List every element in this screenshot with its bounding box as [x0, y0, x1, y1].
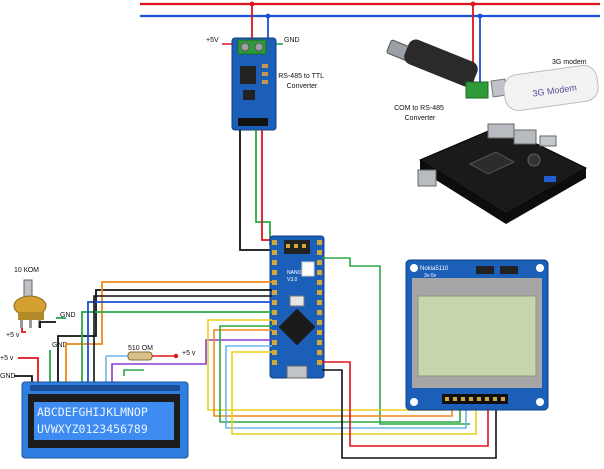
nokia-voltage: 3v-5v	[424, 273, 437, 279]
wire-blue	[87, 301, 272, 384]
wire-orange	[65, 281, 272, 384]
plus5v-label: +5V	[206, 37, 219, 44]
nokia-title: Nokia5110	[420, 266, 449, 272]
lcd-1602-module	[21, 381, 189, 459]
wire-black	[39, 321, 56, 328]
nokia-5110-display	[405, 259, 549, 411]
modem-label: 3G modem	[552, 59, 587, 66]
lcd-line-1: ABCDEFGHIJKLMNOP	[37, 405, 148, 419]
wire-black	[322, 369, 497, 459]
wire-green	[81, 311, 272, 384]
wire-green	[123, 369, 144, 376]
pot-gnd-label: GND	[60, 312, 76, 319]
com-converter-label: COM to RS-485 Converter	[394, 105, 446, 122]
wire-red	[261, 130, 272, 241]
wire-purple	[111, 339, 272, 384]
wire-black	[57, 289, 272, 384]
lcd-gnd-left-label: GND	[0, 373, 16, 380]
wire-black	[14, 375, 33, 384]
wire-green	[219, 325, 461, 423]
wire-red	[18, 357, 39, 384]
resistor	[127, 351, 153, 361]
wire-green	[255, 130, 271, 245]
3g-modem: 3G Modem	[490, 64, 599, 112]
wire-black	[93, 295, 272, 384]
wire-green	[322, 257, 470, 425]
lcd-gnd-label: GND	[52, 342, 68, 349]
lcd-line-2: UVWXYZ0123456789	[37, 422, 148, 436]
wire-lightblue	[225, 345, 467, 429]
wire-yellow	[231, 351, 477, 435]
pot-value-label: 10 КОМ	[14, 267, 39, 274]
gnd-label: GND	[284, 37, 300, 44]
wire-red	[21, 328, 26, 333]
pot-plus5v-label: +5 v	[6, 332, 20, 339]
resistor-value-label: 510 ОМ	[128, 345, 153, 352]
wire-orange	[213, 329, 453, 417]
rs485-ttl-module	[231, 37, 277, 131]
svg-text:V3.0: V3.0	[287, 277, 298, 283]
svg-text:NANO: NANO	[287, 270, 302, 276]
potentiometer	[13, 279, 47, 328]
arduino-nano: NANO V3.0	[269, 235, 325, 379]
resistor-plus5v-label: +5 v	[182, 350, 196, 357]
wire-black	[239, 130, 272, 251]
rs485-converter-label: RS-485 to TTL Converter	[278, 73, 325, 90]
wire-red	[322, 361, 489, 447]
lcd-plus5v-label: +5 v	[0, 355, 14, 362]
com-rs485-converter	[386, 39, 489, 99]
single-board-computer	[417, 123, 588, 224]
resistor-junction	[173, 353, 179, 359]
